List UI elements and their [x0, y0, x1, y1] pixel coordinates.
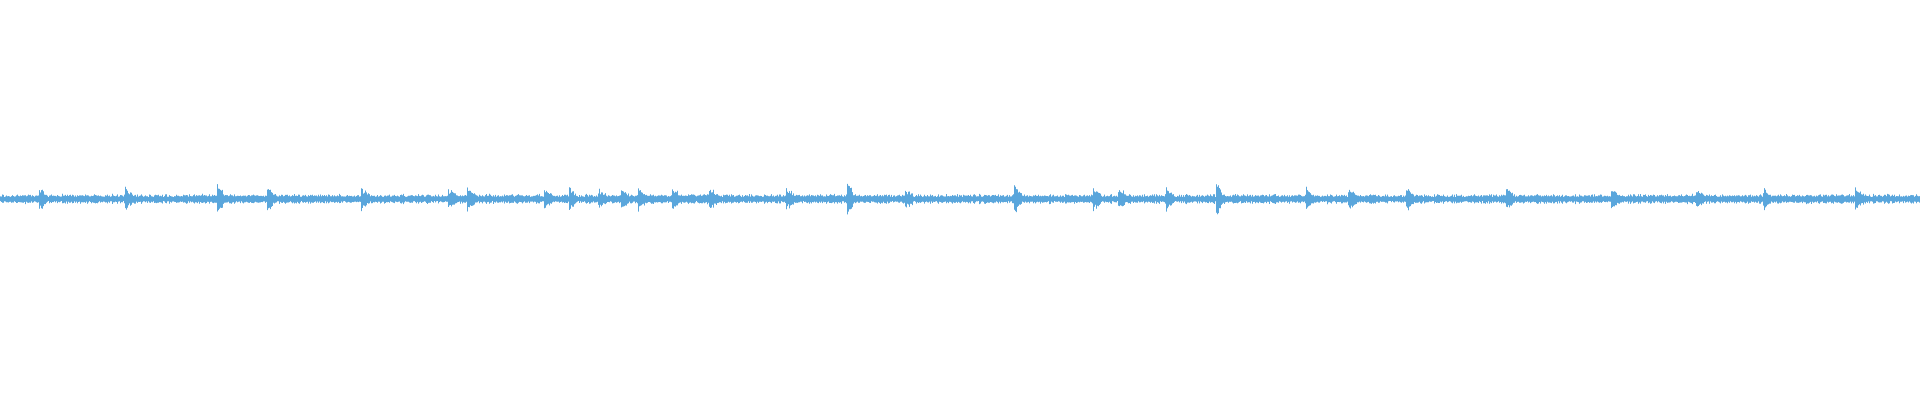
- waveform-trace: [0, 183, 1920, 215]
- waveform-center-band: [0, 197, 1920, 201]
